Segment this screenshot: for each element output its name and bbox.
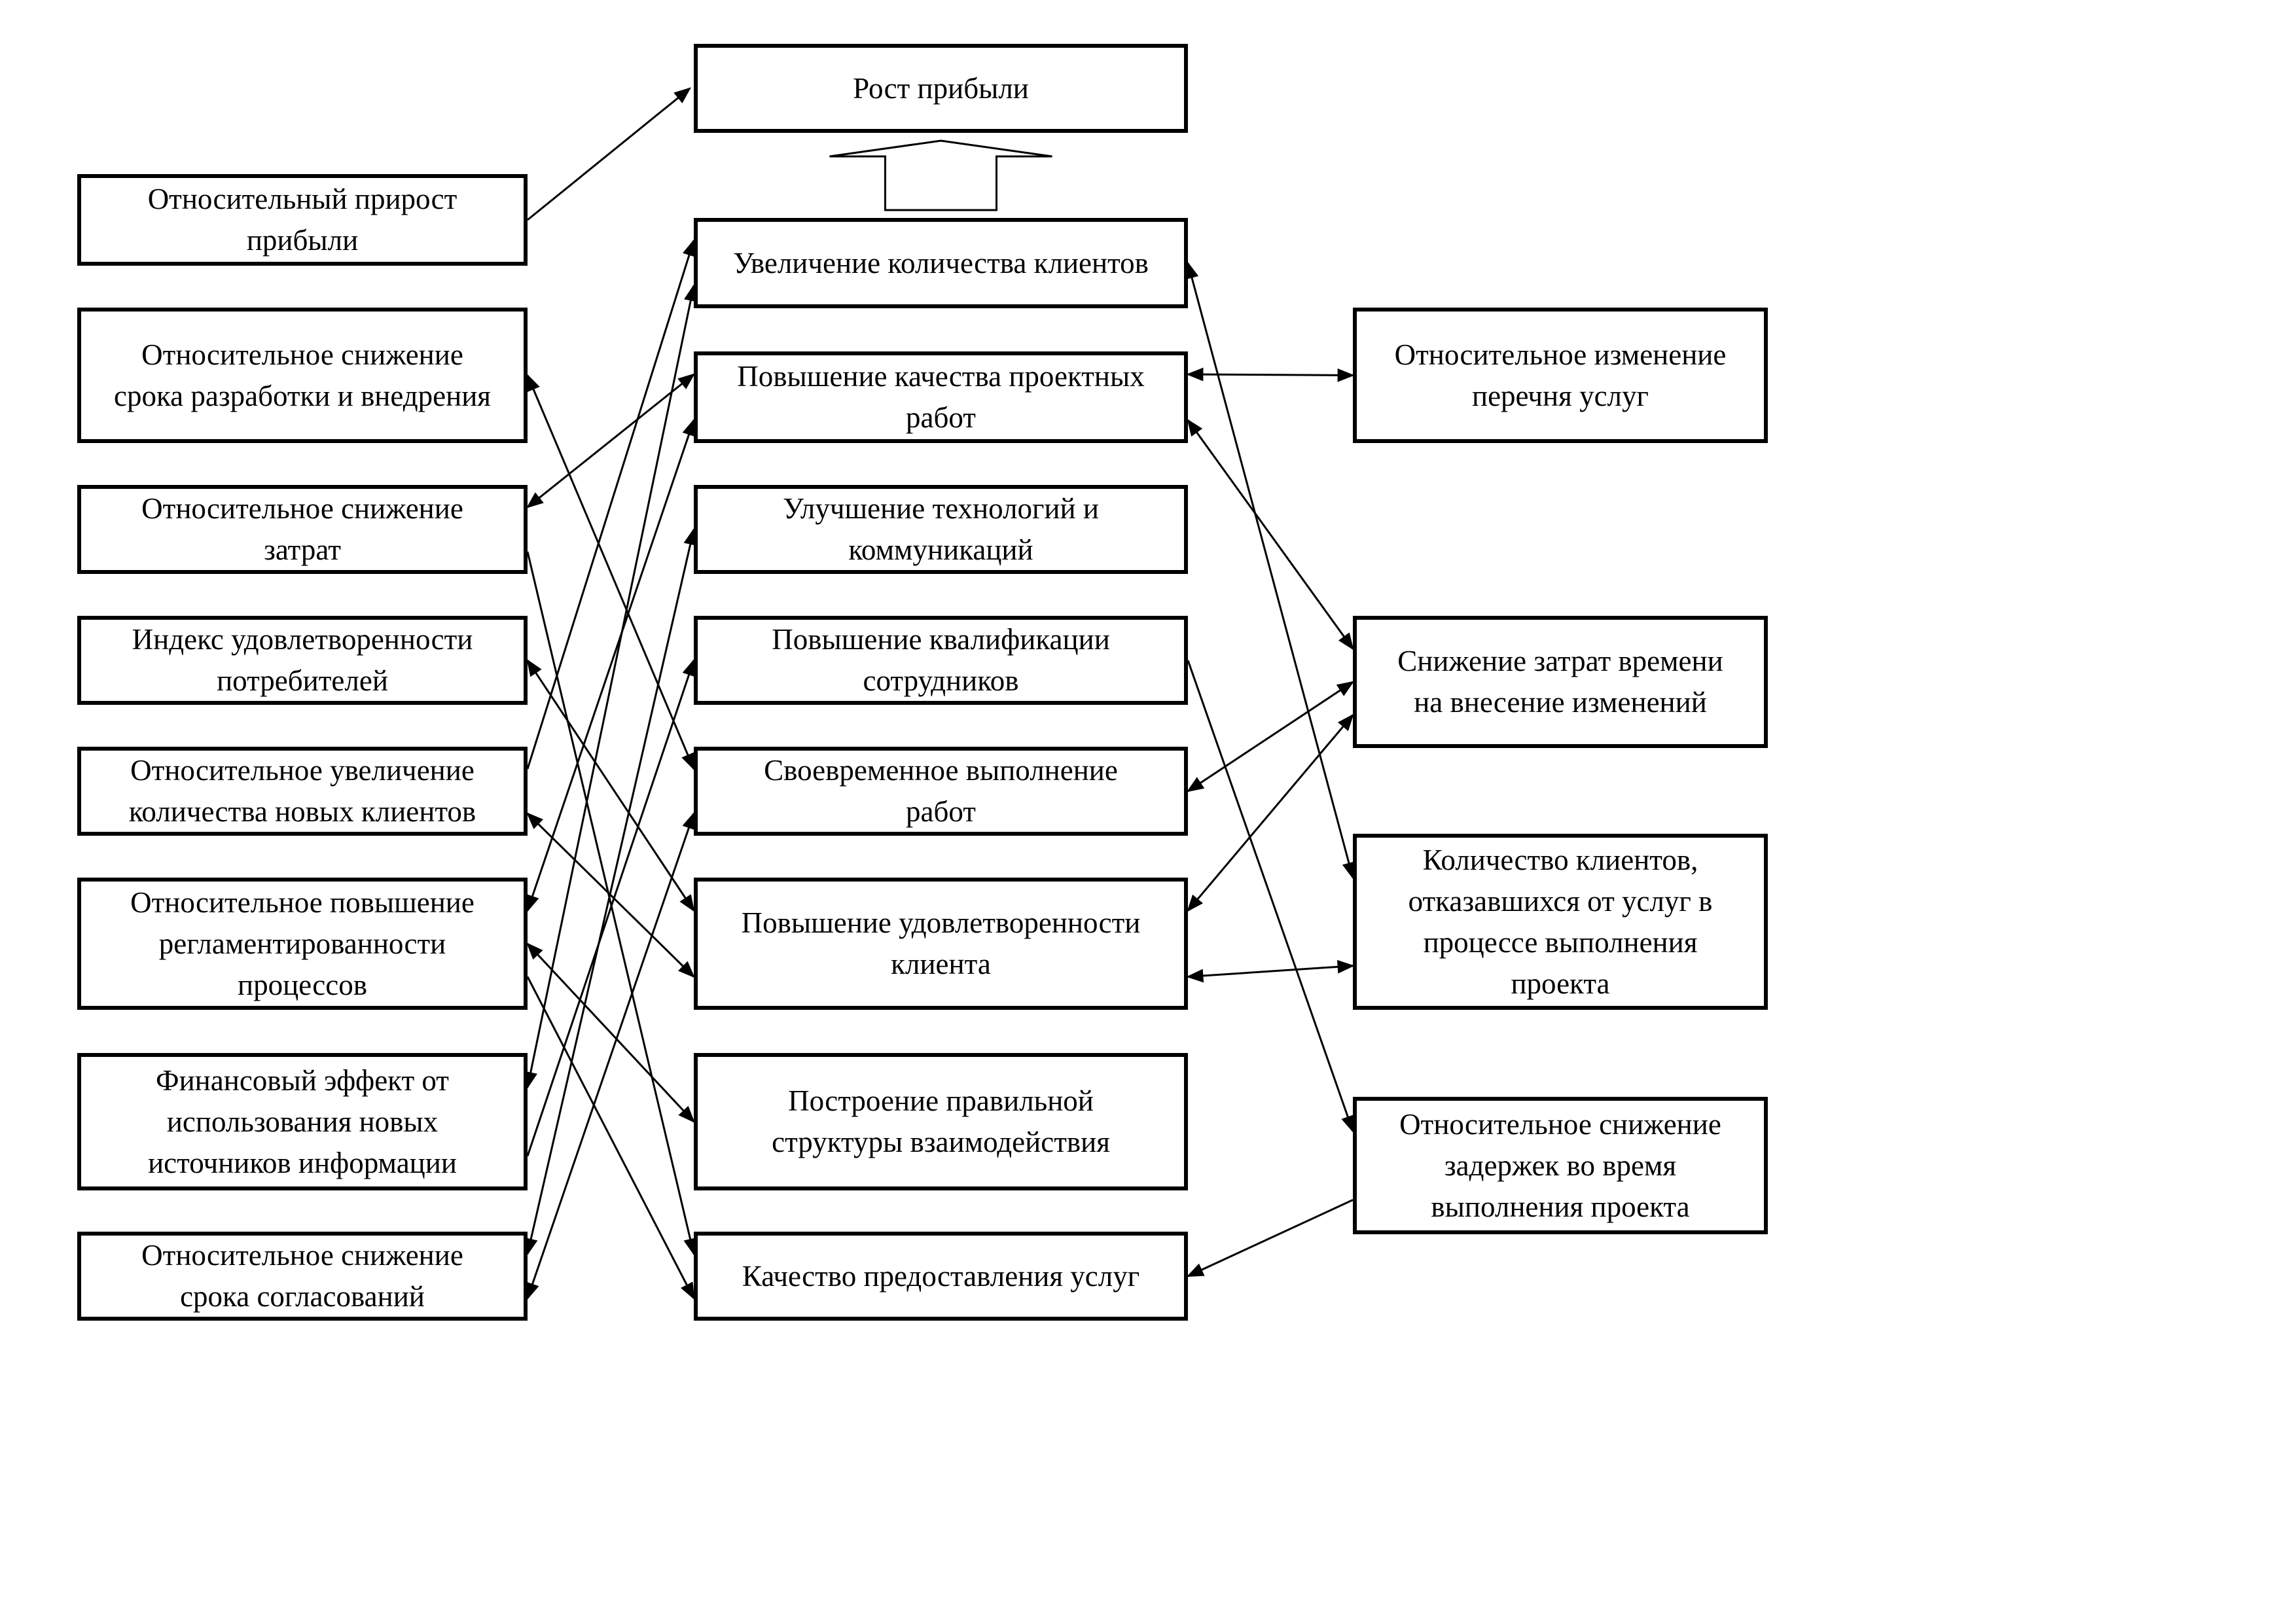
center-goal-technology-communication: Улучшение технологий и коммуникаций: [694, 485, 1188, 574]
connector-C1-R3: [1185, 261, 1355, 880]
connector-L4-C6: [526, 658, 695, 912]
left-indicator-approval-time-reduction: Относительное снижение срока согласовани…: [77, 1232, 528, 1321]
center-goal-label: Качество предоставления услуг: [742, 1259, 1140, 1293]
center-goal-staff-qualification: Повышение квалификации сотрудников: [694, 616, 1188, 705]
center-goal-project-quality: Повышение качества проектных работ: [694, 351, 1188, 443]
left-indicator-label: Относительный прирост прибыли: [147, 183, 457, 257]
connector-C6-R3: [1186, 959, 1355, 983]
center-goal-timely-delivery: Своевременное выполнение работ: [694, 747, 1188, 836]
right-indicator-delay-reduction: Относительное снижение задержек во время…: [1353, 1097, 1768, 1234]
center-goal-client-satisfaction: Повышение удовлетворенности клиента: [694, 878, 1188, 1010]
left-indicator-process-regulation: Относительное повышение регламентированн…: [77, 878, 528, 1010]
left-indicator-cost-reduction: Относительное снижение затрат: [77, 485, 528, 574]
block-arrow-to-goal: [829, 139, 1052, 211]
right-indicator-change-time-reduction: Снижение затрат времени на внесение изме…: [1353, 616, 1768, 748]
center-goal-client-count-increase: Увеличение количества клиентов: [694, 218, 1188, 308]
connector-L1-GOAL: [527, 87, 692, 221]
center-goal-label: Построение правильной структуры взаимоде…: [772, 1084, 1110, 1158]
connector-C2-R2: [1187, 418, 1354, 651]
right-indicator-label: Относительное изменение перечня услуг: [1394, 338, 1727, 412]
left-indicator-label: Индекс удовлетворенности потребителей: [132, 623, 473, 697]
left-indicator-label: Относительное снижение затрат: [141, 492, 463, 566]
left-indicator-financial-effect: Финансовый эффект от использования новых…: [77, 1053, 528, 1190]
connector-L8-C5: [526, 812, 696, 1300]
left-indicator-new-clients-growth: Относительное увеличение количества новы…: [77, 747, 528, 836]
right-indicator-label: Относительное снижение задержек во время…: [1399, 1107, 1721, 1223]
center-goal-label: Увеличение количества клиентов: [733, 246, 1149, 279]
connector-C6-R2: [1187, 713, 1354, 912]
center-goal-label: Повышение удовлетворенности клиента: [741, 906, 1141, 980]
left-indicator-customer-satisfaction-index: Индекс удовлетворенности потребителей: [77, 616, 528, 705]
left-indicator-label: Относительное увеличение количества новы…: [128, 754, 476, 828]
connector-C8-R4: [1186, 1199, 1354, 1277]
connector-L7-C4: [526, 658, 696, 1156]
left-indicator-label: Относительное снижение срока согласовани…: [141, 1239, 463, 1313]
right-indicator-service-list-change: Относительное изменение перечня услуг: [1353, 308, 1768, 443]
left-indicator-label: Финансовый эффект от использования новых…: [148, 1063, 457, 1179]
connector-C4-R4: [1187, 660, 1355, 1133]
center-goal-interaction-structure: Построение правильной структуры взаимоде…: [694, 1053, 1188, 1190]
right-indicator-label: Количество клиентов, отказавшихся от усл…: [1408, 843, 1713, 1000]
connector-L6-C2: [526, 418, 696, 912]
left-indicator-label: Относительное повышение регламентированн…: [130, 885, 475, 1001]
connector-C5-R2: [1186, 681, 1355, 793]
left-indicator-relative-profit-increase: Относительный прирост прибыли: [77, 174, 528, 266]
center-goal-label: Повышение квалификации сотрудников: [772, 623, 1110, 697]
center-goal-label: Повышение качества проектных работ: [737, 360, 1145, 434]
center-goal-service-quality: Качество предоставления услуг: [694, 1232, 1188, 1321]
right-indicator-label: Снижение затрат времени на внесение изме…: [1397, 645, 1723, 719]
goal-label: Рост прибыли: [853, 71, 1029, 105]
center-goal-label: Своевременное выполнение работ: [764, 754, 1118, 828]
goal-box-profit-growth: Рост прибыли: [694, 44, 1188, 133]
left-indicator-development-time-reduction: Относительное снижение срока разработки …: [77, 308, 528, 443]
left-indicator-label: Относительное снижение срока разработки …: [113, 338, 492, 412]
connector-C2-R1: [1186, 367, 1355, 382]
right-indicator-clients-refused: Количество клиентов, отказавшихся от усл…: [1353, 834, 1768, 1010]
center-goal-label: Улучшение технологий и коммуникаций: [783, 492, 1099, 566]
connector-L3-C2: [526, 373, 696, 508]
connector-L6-C8: [526, 976, 695, 1300]
connector-L2-C5: [526, 374, 695, 771]
